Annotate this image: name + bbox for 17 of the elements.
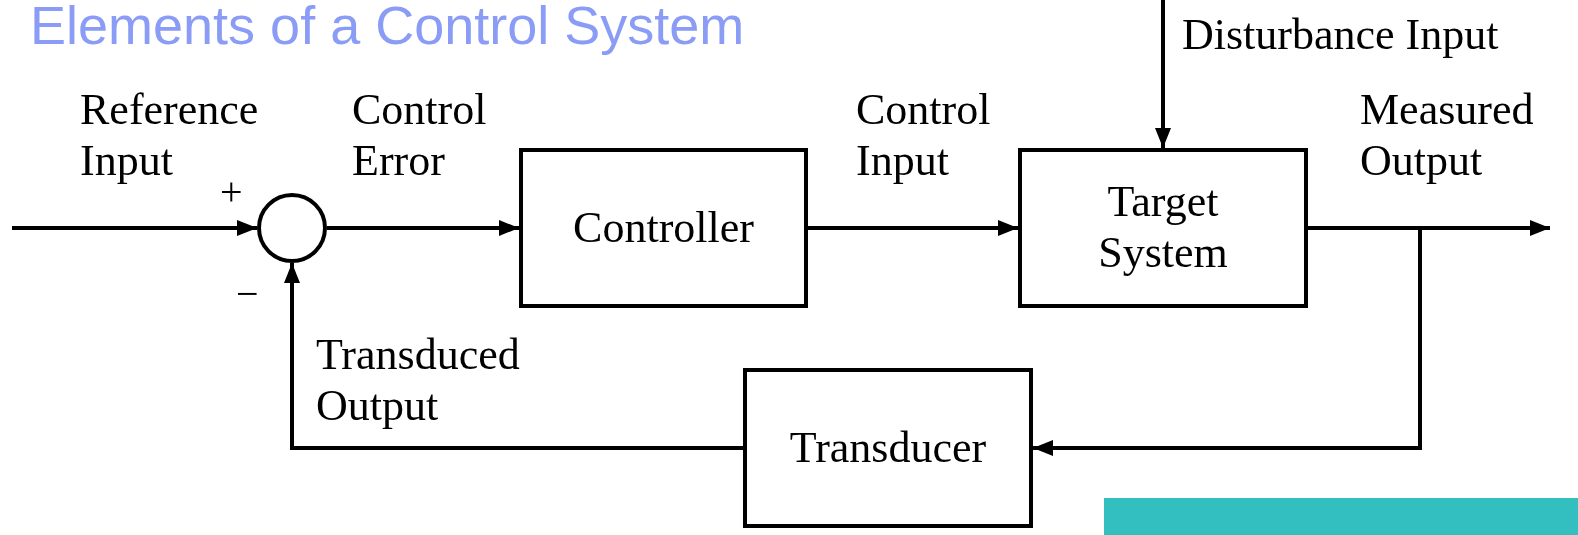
arrow	[1033, 226, 1422, 456]
title: Elements of a Control System	[30, 0, 745, 56]
edge-label: Measured Output	[1360, 85, 1535, 187]
arrow	[808, 220, 1018, 236]
arrow	[12, 220, 257, 236]
edge-label: Transduced Output	[316, 330, 521, 432]
edge-label: Control Input	[856, 85, 992, 187]
edge-label: Disturbance Input	[1182, 10, 1500, 61]
block-box: Transducer	[743, 368, 1033, 528]
edge-label: Control Error	[352, 85, 488, 187]
arrow	[1155, 0, 1171, 148]
sign-label: +	[220, 172, 243, 212]
arrow	[284, 263, 743, 450]
arrow	[327, 220, 519, 236]
sign-label: −	[236, 274, 259, 314]
block-box: Target System	[1018, 148, 1308, 308]
block-box: Controller	[519, 148, 808, 308]
